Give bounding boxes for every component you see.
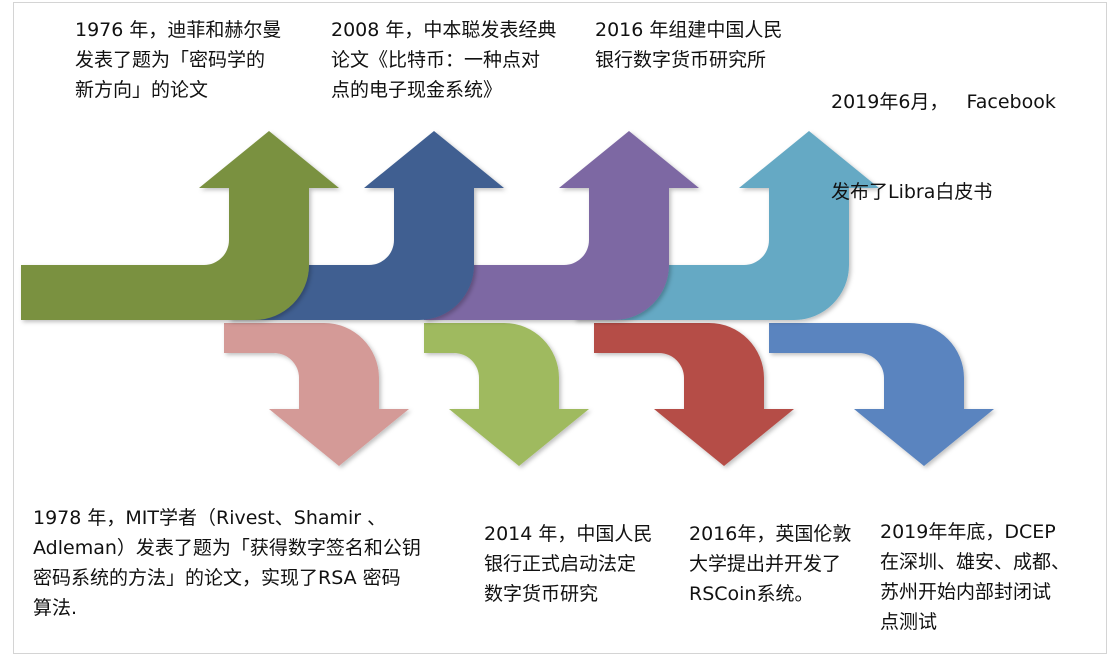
event-2016-pboc-line-1: 2016 年组建中国人民	[595, 19, 783, 41]
event-2016-pboc-label: 2016 年组建中国人民 银行数字货币研究所	[595, 15, 782, 75]
event-1976-line-3: 新方向」的论文	[75, 79, 209, 101]
event-2014-line-2: 银行正式启动法定	[484, 553, 637, 575]
arrow-1978-down	[224, 265, 409, 466]
event-2016-pboc-line-2: 银行数字货币研究所	[595, 49, 767, 71]
event-2016-rscoin-line-1: 2016年，英国伦敦	[689, 523, 852, 545]
arrow-2014-down	[424, 265, 589, 466]
event-2014-label: 2014 年，中国人民 银行正式启动法定 数字货币研究	[484, 519, 652, 609]
diagram-frame: 1976 年，迪菲和赫尔曼 发表了题为「密码学的 新方向」的论文 2008 年，…	[13, 2, 1107, 654]
event-2008-line-1: 2008 年，中本聪发表经典	[331, 19, 557, 41]
event-1978-line-1: 1978 年，MIT学者（Rivest、Shamir 、	[33, 507, 387, 529]
event-1978-line-4: 算法.	[33, 597, 78, 619]
event-2019-libra-line-2: 发布了Libra白皮书	[831, 181, 993, 203]
arrow-2019-dcep-down	[769, 265, 994, 466]
event-2008-line-3: 点的电子现金系统》	[331, 79, 503, 101]
event-2016-rscoin-line-3: RSCoin系统。	[689, 583, 814, 605]
event-2019-dcep-line-4: 点测试	[880, 611, 938, 633]
event-2019-libra-label: 2019年6月， Facebook 发布了Libra白皮书	[831, 27, 1056, 267]
event-2016-rscoin-label: 2016年，英国伦敦 大学提出并开发了 RSCoin系统。	[689, 519, 851, 609]
event-2014-line-1: 2014 年，中国人民	[484, 523, 653, 545]
event-2019-dcep-line-1: 2019年年底，DCEP	[880, 521, 1056, 543]
event-2019-libra-line-1: 2019年6月， Facebook	[831, 91, 1056, 113]
event-2019-dcep-label: 2019年年底，DCEP 在深圳、雄安、成都、 苏州开始内部封闭试 点测试	[880, 517, 1070, 637]
event-2008-label: 2008 年，中本聪发表经典 论文《比特币：一种点对 点的电子现金系统》	[331, 15, 556, 105]
event-1978-line-2: Adleman）发表了题为「获得数字签名和公钥	[33, 537, 421, 559]
event-1976-line-1: 1976 年，迪菲和赫尔曼	[75, 19, 282, 41]
event-2019-dcep-line-3: 苏州开始内部封闭试	[880, 581, 1052, 603]
event-1976-label: 1976 年，迪菲和赫尔曼 发表了题为「密码学的 新方向」的论文	[75, 15, 281, 105]
timeline-arrows	[21, 131, 994, 466]
event-2016-rscoin-line-2: 大学提出并开发了	[689, 553, 842, 575]
arrow-2016-pboc-up	[424, 131, 699, 320]
arrow-1976-up	[21, 131, 339, 320]
event-2019-dcep-line-2: 在深圳、雄安、成都、	[880, 551, 1071, 573]
event-2008-line-2: 论文《比特币：一种点对	[331, 49, 541, 71]
arrow-2016-rscoin-down	[594, 265, 794, 466]
event-1976-line-2: 发表了题为「密码学的	[75, 49, 266, 71]
event-1978-label: 1978 年，MIT学者（Rivest、Shamir 、 Adleman）发表了…	[33, 503, 421, 623]
event-2014-line-3: 数字货币研究	[484, 583, 599, 605]
event-1978-line-3: 密码系统的方法」的论文，实现了RSA 密码	[33, 567, 401, 589]
